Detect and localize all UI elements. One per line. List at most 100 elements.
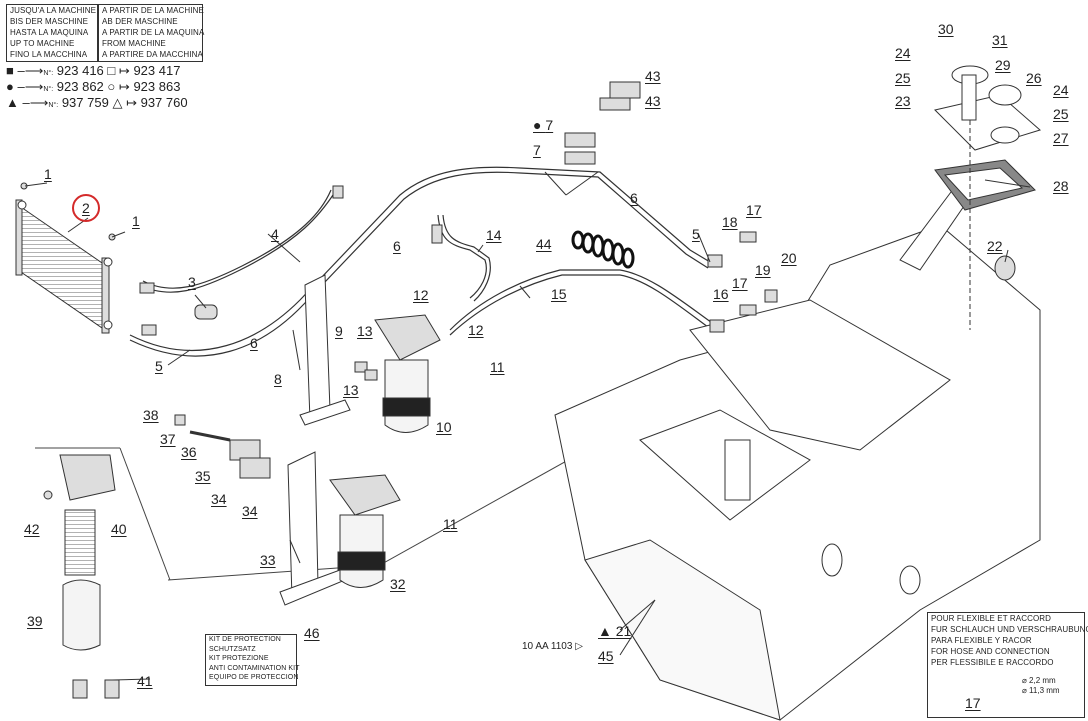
serial-up-to: 923 416	[56, 63, 104, 78]
callout-16[interactable]: 16	[713, 286, 729, 302]
callout-25[interactable]: 25	[1053, 106, 1069, 122]
reference-note: 10 AA 1103 ▷	[522, 641, 583, 652]
protection-kit-box: KIT DE PROTECTION SCHUTZSATZ KIT PROTEZI…	[205, 634, 300, 686]
legend-from-line: A PARTIR DE LA MAQUINA	[102, 28, 205, 37]
callout-34[interactable]: 34	[211, 491, 227, 507]
callout-20[interactable]: 20	[781, 250, 797, 266]
callout-21[interactable]: ▲ 21	[598, 623, 632, 639]
callout-12[interactable]: 12	[468, 322, 484, 338]
legend-up-to-line: HASTA LA MAQUINA	[10, 28, 89, 37]
serial-symbol-to: ▲	[6, 95, 19, 110]
callout-19[interactable]: 19	[755, 262, 771, 278]
callout-13[interactable]: 13	[357, 323, 373, 339]
callout-24[interactable]: 24	[1053, 82, 1069, 98]
callout-34[interactable]: 34	[242, 503, 258, 519]
callout-17[interactable]: 17	[732, 275, 748, 291]
oil-cooler-radiator[interactable]	[15, 199, 113, 334]
callout-22[interactable]: 22	[987, 238, 1003, 254]
arrow-to-icon: –⟶	[17, 63, 44, 78]
highlight-circle	[72, 194, 100, 222]
serial-symbol-from: □	[107, 63, 116, 78]
callout-2[interactable]: 2	[82, 200, 90, 216]
callout-4[interactable]: 4	[271, 226, 279, 242]
legend-from-line: A PARTIR DE LA MACHINE	[102, 6, 204, 15]
callout-23[interactable]: 23	[895, 93, 911, 109]
callout-12[interactable]: 12	[413, 287, 429, 303]
hose-note-line: FOR HOSE AND CONNECTION	[931, 647, 1050, 656]
callout-1[interactable]: 1	[44, 166, 52, 182]
serial-from: 923 417	[133, 63, 181, 78]
hydraulic-hoses	[129, 166, 716, 357]
callout-1[interactable]: 1	[132, 213, 140, 229]
callout-30[interactable]: 30	[938, 21, 954, 37]
callout-26[interactable]: 26	[1026, 70, 1042, 86]
callout-33[interactable]: 33	[260, 552, 276, 568]
callout-11[interactable]: 11	[490, 359, 505, 375]
callout-45[interactable]: 45	[598, 648, 614, 664]
callout-36[interactable]: 36	[181, 444, 197, 460]
serial-row: ▲ –⟶N°: 937 759 △ ↦ 937 760	[6, 95, 188, 114]
callout-21-text: 21	[615, 623, 632, 639]
filter-cartridge-exploded[interactable]	[59, 454, 116, 651]
callout-17[interactable]: 17	[746, 202, 762, 218]
callout-18[interactable]: 18	[722, 214, 738, 230]
serial-row: ● –⟶N°: 923 862 ○ ↦ 923 863	[6, 79, 180, 98]
callout-7[interactable]: 7	[533, 142, 541, 158]
legend-up-to-line: UP TO MACHINE	[10, 39, 75, 48]
callout-40[interactable]: 40	[111, 521, 127, 537]
callout-8[interactable]: 8	[274, 371, 282, 387]
filter-bracket-upper	[292, 274, 351, 426]
serial-no-label: N°:	[43, 70, 54, 77]
callout-24[interactable]: 24	[895, 45, 911, 61]
serial-no-label: N°:	[43, 86, 54, 93]
callout-46[interactable]: 46	[304, 625, 320, 641]
return-filter-lower[interactable]	[329, 474, 401, 588]
callout-11[interactable]: 11	[443, 516, 458, 532]
callout-25[interactable]: 25	[895, 70, 911, 86]
callout-35[interactable]: 35	[195, 468, 211, 484]
callout-42[interactable]: 42	[24, 521, 40, 537]
callout-44[interactable]: 44	[536, 236, 552, 252]
callout-37[interactable]: 37	[160, 431, 176, 447]
serial-up-to: 923 862	[56, 79, 104, 94]
callout-9[interactable]: 9	[335, 323, 343, 339]
legend-up-to-line: FINO LA MACCHINA	[10, 50, 88, 59]
hose-note-line: PER FLESSIBILE E RACCORDO	[931, 658, 1054, 667]
callout-41[interactable]: 41	[137, 673, 153, 689]
fittings	[20, 81, 778, 699]
callout-39[interactable]: 39	[27, 613, 43, 629]
callout-3[interactable]: 3	[188, 274, 196, 290]
callout-38[interactable]: 38	[143, 407, 159, 423]
legend-from-line: A PARTIRE DA MACCHINA	[102, 50, 203, 59]
callout-13[interactable]: 13	[343, 382, 359, 398]
return-filter-upper[interactable]	[374, 314, 441, 433]
callout-31[interactable]: 31	[992, 32, 1008, 48]
arrow-from-icon: ↦	[118, 79, 130, 94]
callout-32[interactable]: 32	[390, 576, 406, 592]
callout-43[interactable]: 43	[645, 93, 661, 109]
oring-dimension: ⌀ 11,3 mm	[1022, 686, 1060, 695]
callout-6[interactable]: 6	[250, 335, 258, 351]
serial-row: ■ –⟶N°: 923 416 □ ↦ 923 417	[6, 63, 180, 82]
callout-17-oring[interactable]: 17	[965, 695, 981, 711]
callout-7[interactable]: ● 7	[533, 117, 554, 133]
callout-5[interactable]: 5	[692, 226, 700, 242]
hydraulic-tank	[554, 179, 1041, 721]
serial-symbol-from: ○	[107, 79, 116, 94]
callout-29[interactable]: 29	[995, 57, 1011, 73]
serial-from: 937 760	[140, 95, 188, 110]
callout-15[interactable]: 15	[551, 286, 567, 302]
callout-28[interactable]: 28	[1053, 178, 1069, 194]
callout-6[interactable]: 6	[630, 190, 638, 206]
callout-6[interactable]: 6	[393, 238, 401, 254]
serial-symbol-from: △	[112, 95, 123, 110]
callout-43[interactable]: 43	[645, 68, 661, 84]
protection-kit-line: KIT DE PROTECTION	[209, 636, 281, 643]
hose-note-line: PARA FLEXIBLE Y RACOR	[931, 636, 1032, 645]
serial-symbol-to: ●	[6, 79, 14, 94]
callout-14[interactable]: 14	[486, 227, 502, 243]
callout-10[interactable]: 10	[436, 419, 452, 435]
serial-symbol-to: ■	[6, 63, 14, 78]
callout-5[interactable]: 5	[155, 358, 163, 374]
callout-27[interactable]: 27	[1053, 130, 1069, 146]
